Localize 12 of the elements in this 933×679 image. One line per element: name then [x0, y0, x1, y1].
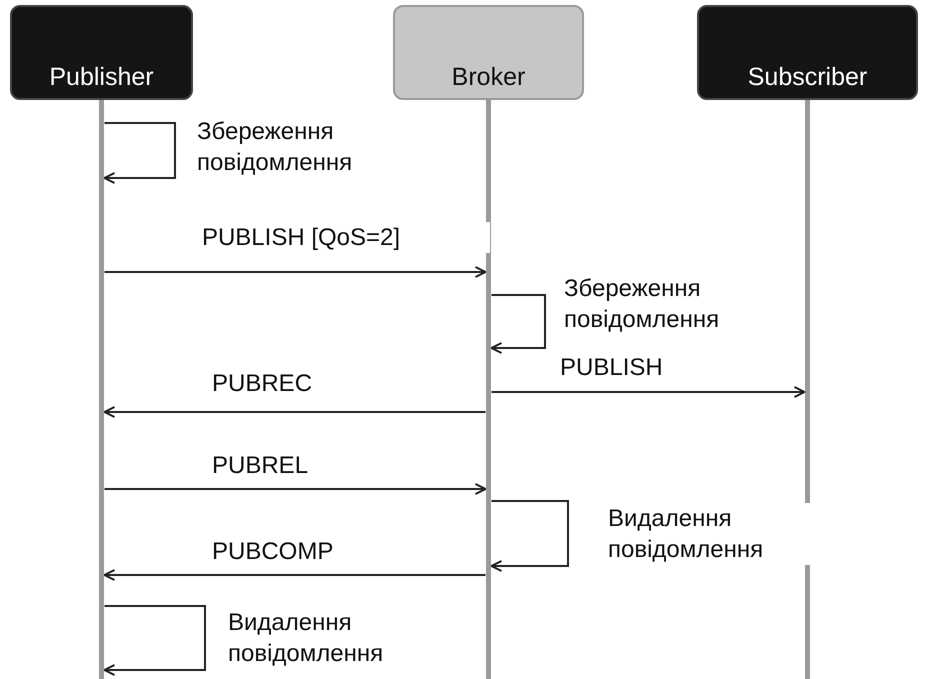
- message-arrow: [104, 569, 486, 581]
- message-arrow: [490, 500, 569, 572]
- participant-header: Broker: [393, 5, 584, 100]
- message-arrow: [492, 386, 806, 398]
- message-arrow: [104, 122, 176, 184]
- participant-header: Subscriber: [697, 5, 918, 100]
- message-arrow: [104, 406, 486, 418]
- message-arrow: [104, 266, 486, 278]
- message-arrow: [104, 605, 206, 676]
- message-arrow: [490, 294, 546, 354]
- message-arrow: [104, 483, 486, 495]
- participant-header: Publisher: [10, 5, 193, 100]
